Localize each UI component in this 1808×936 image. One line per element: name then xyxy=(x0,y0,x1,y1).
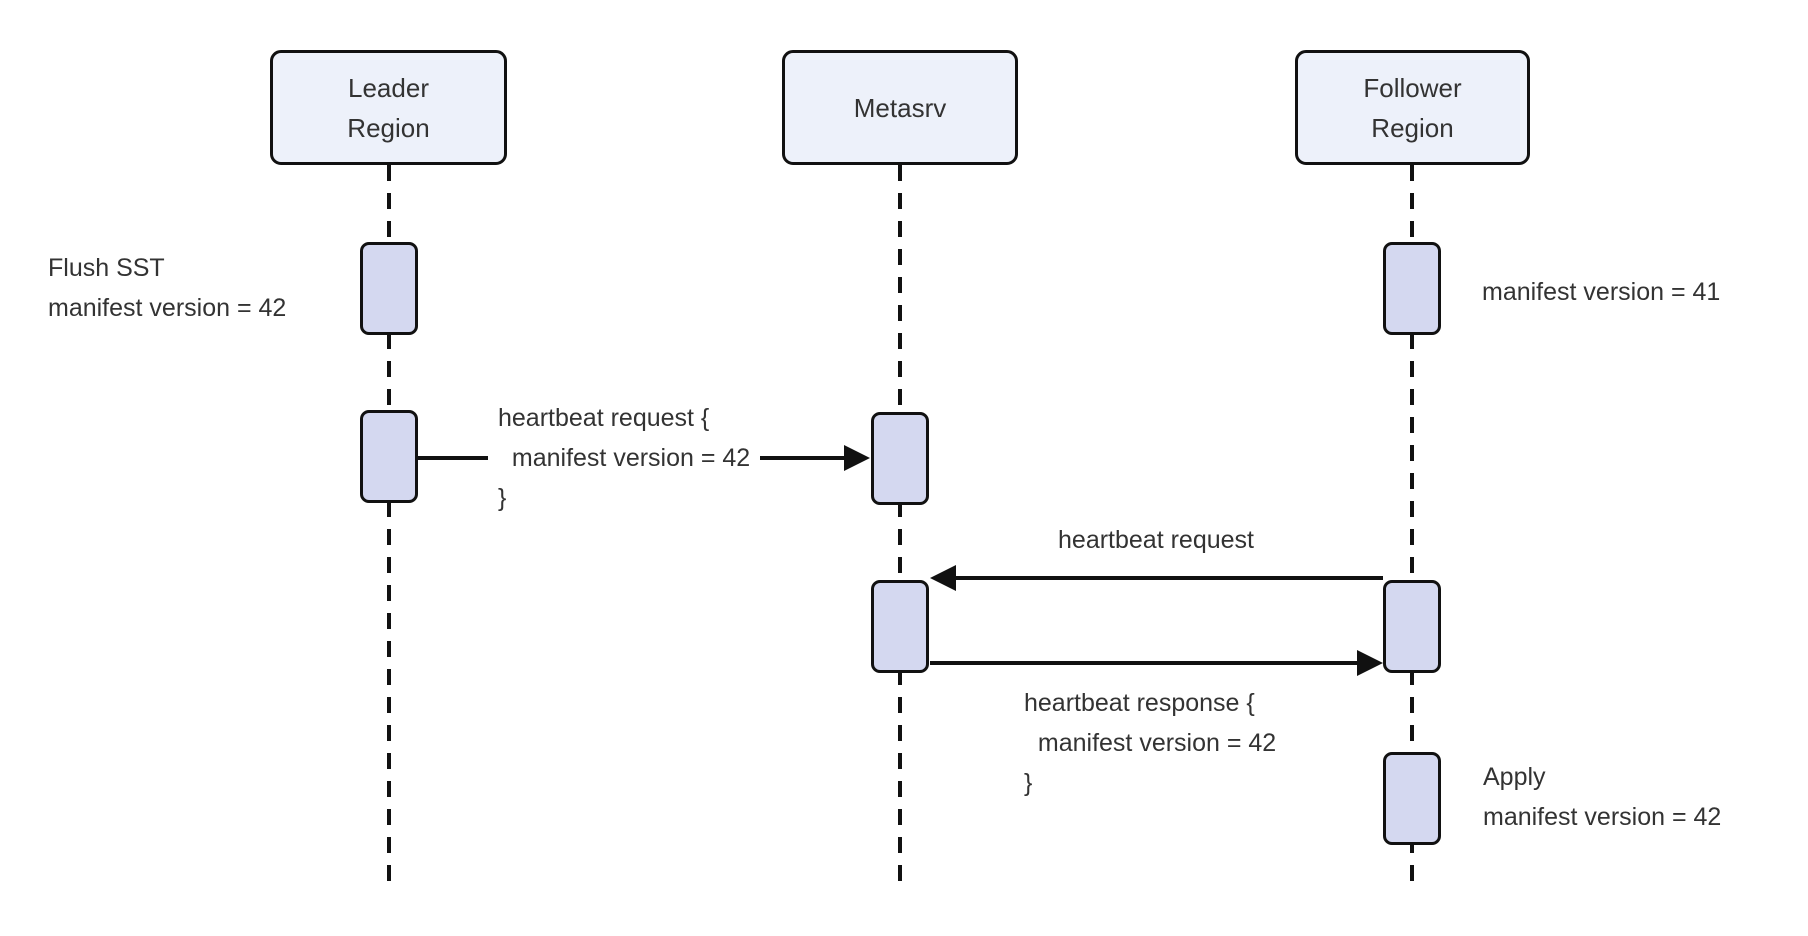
lifeline-follower-region xyxy=(1410,165,1414,882)
participant-label: Metasrv xyxy=(853,92,947,123)
note-flush-sst: Flush SST manifest version = 42 xyxy=(48,254,287,322)
message-line-metasrv-to-follower xyxy=(930,661,1359,665)
note-apply-manifest-42: Apply manifest version = 42 xyxy=(1483,763,1722,831)
activation-follower-v41 xyxy=(1383,242,1441,335)
note-manifest-version-41: manifest version = 41 xyxy=(1482,278,1721,306)
activation-leader-heartbeat xyxy=(360,410,418,503)
participant-box-follower-region: Follower Region xyxy=(1295,50,1530,165)
arrowhead-right-icon xyxy=(844,445,870,471)
participant-label: Leader Region xyxy=(347,72,430,143)
activation-follower-heartbeat xyxy=(1383,580,1441,673)
message-label-heartbeat-request-42: heartbeat request { manifest version = 4… xyxy=(488,398,761,518)
lifeline-leader-region xyxy=(387,165,391,882)
activation-leader-flush xyxy=(360,242,418,335)
arrowhead-right-icon xyxy=(1357,650,1383,676)
arrowhead-left-icon xyxy=(930,565,956,591)
participant-box-metasrv: Metasrv xyxy=(782,50,1018,165)
message-label-heartbeat-response-42: heartbeat response { manifest version = … xyxy=(1024,689,1277,797)
activation-follower-apply xyxy=(1383,752,1441,845)
activation-metasrv-follower-hb xyxy=(871,580,929,673)
message-label-heartbeat-request: heartbeat request xyxy=(1058,526,1254,554)
lifeline-metasrv xyxy=(898,165,902,882)
participant-label: Follower Region xyxy=(1363,72,1462,143)
message-line-follower-to-metasrv xyxy=(954,576,1383,580)
participant-box-leader-region: Leader Region xyxy=(270,50,507,165)
activation-metasrv-leader-hb xyxy=(871,412,929,505)
